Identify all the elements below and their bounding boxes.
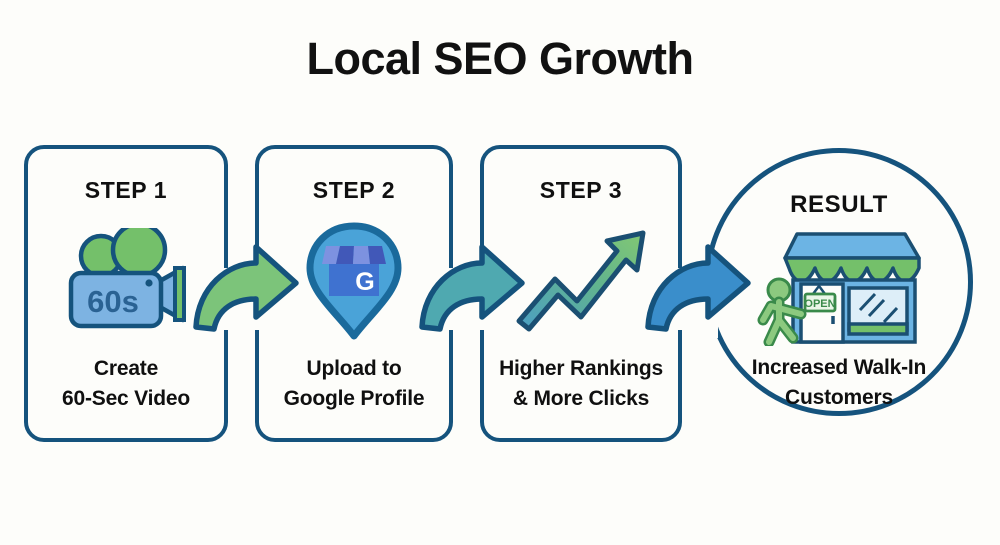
page-title: Local SEO Growth [306,33,694,84]
step-caption-1-line1: Create [93,357,159,380]
video-camera-icon: 60s [28,217,224,342]
step-card-1[interactable]: STEP 1 60s Create 60-Sec Video [24,145,228,442]
open-sign-text: OPEN [804,298,835,310]
result-label: RESULT [790,191,888,218]
connector-arrow-1 [192,243,300,338]
step-caption-3-line1: Higher Rankings [499,357,663,380]
result-caption-line2: Customers [785,386,893,410]
step-caption-2-line1: Upload to [306,357,402,380]
step-label-1: STEP 1 [84,177,168,203]
google-business-map-pin-icon: G [259,217,449,342]
step-caption-3-line2: & More Clicks [512,387,650,411]
step-label-2: STEP 2 [312,177,396,203]
connector-arrow-3 [644,243,752,338]
connector-arrow-2 [418,243,526,338]
step-caption-3: Higher Rankings & More Clicks [484,354,678,415]
result-caption-line1: Increased Walk-In [751,356,927,379]
camera-duration-text: 60s [87,284,139,319]
step-caption-1-line2: 60-Sec Video [62,387,190,411]
step-caption-1: Create 60-Sec Video [28,354,224,415]
upward-trend-arrow-icon [484,217,678,342]
google-g-letter: G [355,268,374,296]
result-node[interactable]: RESULT OPEN [705,148,973,416]
result-caption: Increased Walk-In Customers [710,353,968,414]
step-caption-2: Upload to Google Profile [259,354,449,415]
storefront-walk-in-icon: OPEN [710,225,968,346]
step-caption-2-line2: Google Profile [283,387,425,411]
step-label-3: STEP 3 [539,177,623,203]
